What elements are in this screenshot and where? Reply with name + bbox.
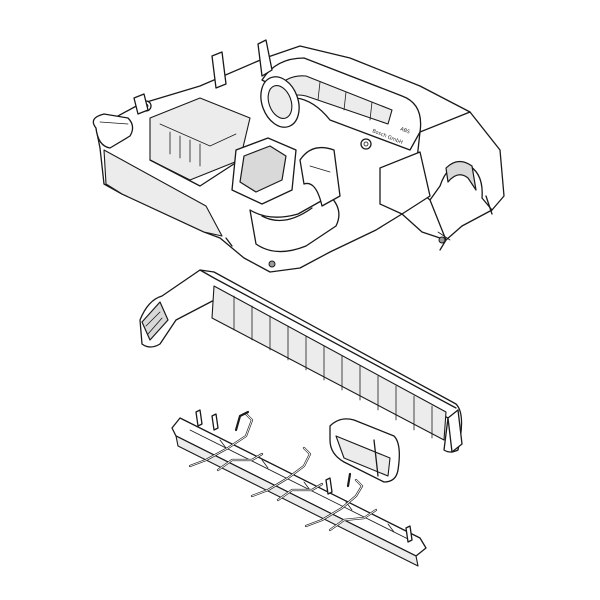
end-cap-part xyxy=(329,418,400,483)
main-housing: Bosch GmbH ABS xyxy=(92,39,505,273)
housing-badge-text: ABS xyxy=(399,126,410,135)
contact-rail-part xyxy=(171,409,427,567)
side-cover-strip xyxy=(139,269,463,453)
